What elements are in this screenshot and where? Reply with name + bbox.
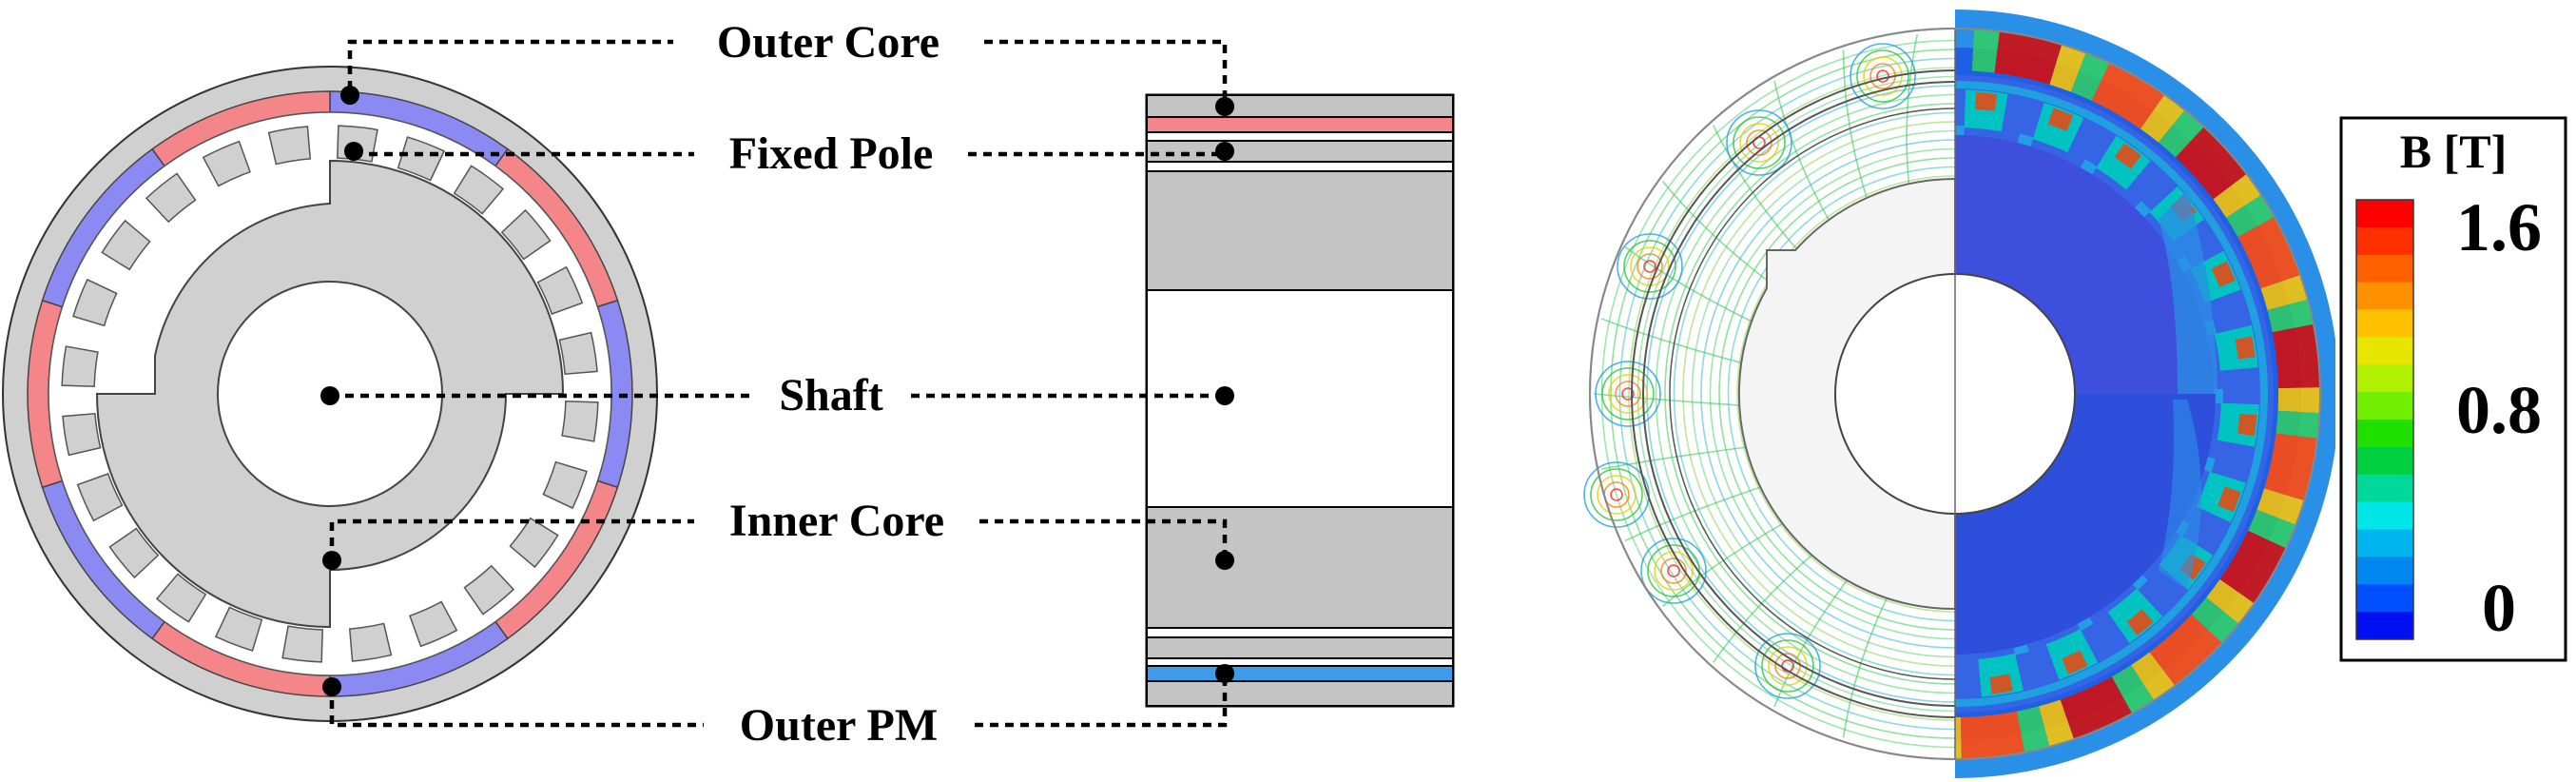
colorbar-swatch	[2356, 392, 2413, 420]
colorbar-swatch	[2356, 282, 2413, 310]
label-fixed-pole: Fixed Pole	[729, 128, 934, 179]
flux-outer-band	[1955, 29, 2320, 760]
pole-piece	[409, 600, 458, 648]
colorbar-swatch	[2356, 364, 2413, 393]
leader-lines	[320, 39, 1234, 728]
axial-fixed-pole	[1146, 140, 1454, 163]
axial-layer	[1146, 131, 1454, 142]
colorbar-swatch	[2356, 200, 2413, 228]
pole-piece	[397, 136, 446, 182]
legend-tick-mid: 0.8	[2456, 372, 2542, 448]
pole-piece	[145, 172, 197, 224]
axial-layer-bottom	[1146, 657, 1454, 667]
axial-outer-pm-bottom	[1146, 665, 1454, 682]
legend-tick-min: 0	[2482, 570, 2516, 646]
pole-piece	[453, 165, 505, 215]
legend-title: B [T]	[2400, 125, 2508, 178]
colorbar-swatch	[2356, 584, 2413, 613]
axial-inner-core-bottom	[1146, 506, 1454, 629]
axial-inner-core-top	[1146, 170, 1454, 291]
pole-piece	[61, 345, 99, 387]
axial-shaft	[1146, 289, 1454, 508]
axial-outer-core-bottom	[1146, 680, 1454, 707]
pole-piece	[281, 625, 323, 663]
pole-piece	[463, 564, 515, 616]
colorbar-swatch	[2356, 474, 2413, 503]
axial-pole-bottom	[1146, 636, 1454, 659]
colorbar	[2355, 199, 2414, 640]
colorbar-swatch	[2356, 529, 2413, 557]
filled-contour-half	[1955, 10, 2335, 778]
colorbar-swatch	[2356, 420, 2413, 448]
pole-piece	[101, 219, 151, 271]
label-inner-core: Inner Core	[729, 496, 944, 546]
colorbar-swatch	[2356, 226, 2413, 256]
pole-piece	[214, 606, 263, 652]
colorbar-swatch	[2356, 501, 2413, 530]
pole-piece	[542, 460, 588, 510]
axial-gap-bottom	[1146, 627, 1454, 638]
pole-piece	[62, 412, 102, 457]
pole-piece	[267, 126, 312, 166]
axial-outer-pm-top	[1146, 116, 1454, 133]
pole-piece	[348, 622, 393, 662]
outer-pm-ring	[27, 90, 633, 697]
colorbar-legend: B [T] 1.6 0.8 0	[2339, 116, 2567, 662]
flux-density-map	[1583, 10, 2335, 778]
label-outer-pm: Outer PM	[740, 700, 938, 751]
axial-gap	[1146, 161, 1454, 172]
pole-piece	[108, 527, 160, 579]
label-shaft: Shaft	[779, 370, 882, 420]
fixed-pole-pieces	[61, 125, 599, 663]
colorbar-swatch	[2356, 557, 2413, 585]
pole-piece	[76, 473, 124, 522]
pole-piece	[72, 278, 118, 327]
pole-piece	[536, 265, 584, 315]
legend-tick-max: 1.6	[2456, 189, 2542, 265]
flux-line-half	[1583, 33, 1955, 749]
pole-piece	[509, 517, 559, 569]
colorbar-swatch	[2356, 612, 2413, 640]
axial-section	[1145, 93, 1455, 708]
pole-piece	[155, 573, 207, 623]
colorbar-swatch	[2356, 446, 2413, 476]
pole-piece	[561, 401, 599, 442]
colorbar-swatch	[2356, 337, 2413, 365]
pole-piece	[202, 140, 251, 187]
label-outer-core: Outer Core	[717, 17, 939, 68]
pole-piece	[558, 331, 598, 376]
axial-outer-core	[1146, 94, 1454, 118]
flux-pole-band	[1955, 89, 2259, 697]
colorbar-swatch	[2356, 254, 2413, 283]
pole-piece	[500, 208, 552, 261]
colorbar-swatch	[2356, 309, 2413, 338]
